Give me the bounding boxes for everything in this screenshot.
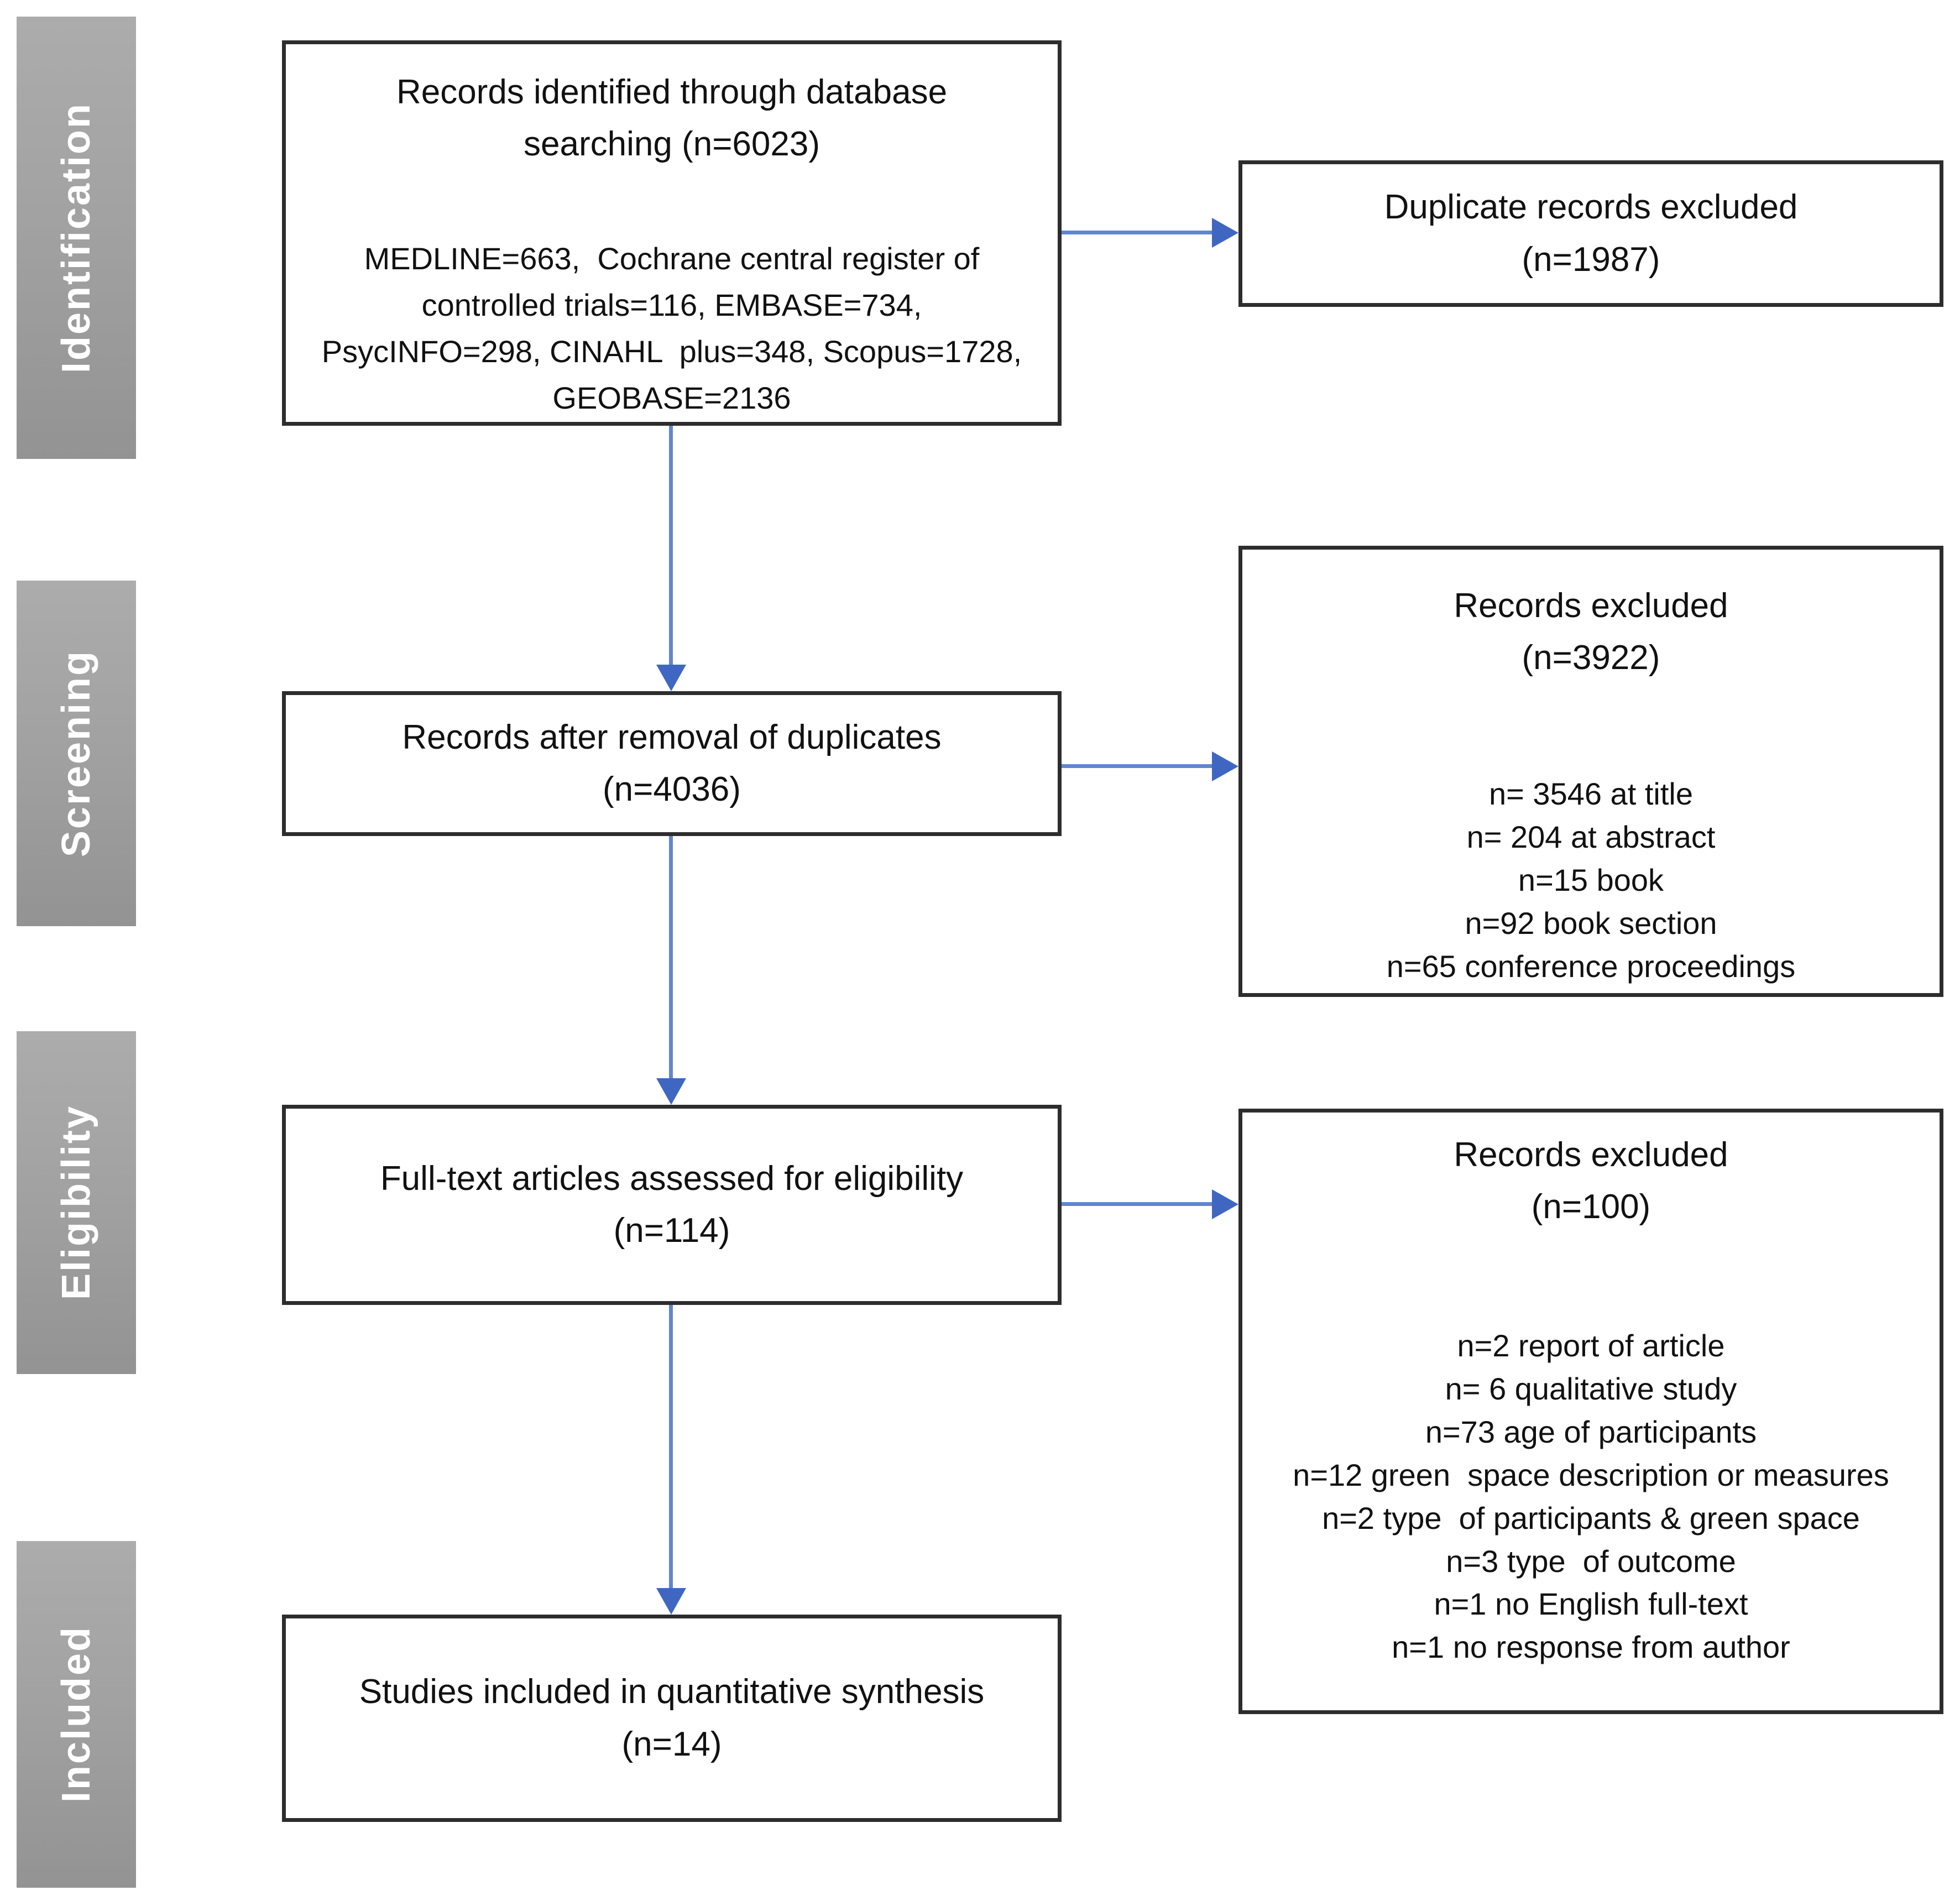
box-screening-records-excluded-title: Records excluded	[1454, 587, 1728, 625]
excluded-reason: n=65 conference proceedings	[1386, 948, 1796, 984]
arrow-identified-to-screening-head	[656, 665, 686, 691]
box-studies-included-title: Studies included in quantitative synthes…	[359, 1673, 985, 1711]
arrow-eligibility-to-included-line	[669, 1305, 673, 1589]
arrow-to-screening-excluded-line	[1062, 764, 1213, 768]
box-duplicates-excluded: Duplicate records excluded (n=1987)	[1238, 160, 1943, 307]
stage-bar-identification: Identification	[17, 17, 136, 459]
box-duplicates-excluded-title: Duplicate records excluded	[1384, 188, 1798, 227]
box-records-identified: Records identified through database sear…	[282, 40, 1062, 426]
box-fulltext-records-excluded-count: (n=100)	[1531, 1188, 1651, 1226]
arrow-to-duplicates-excluded-head	[1212, 218, 1238, 248]
box-studies-included: Studies included in quantitative synthes…	[282, 1615, 1062, 1822]
box-records-after-duplicates-title: Records after removal of duplicates	[402, 718, 942, 756]
excluded-reason: n=73 age of participants	[1425, 1414, 1757, 1450]
excluded-reason: n=1 no response from author	[1392, 1630, 1790, 1665]
stage-label-screening: Screening	[54, 649, 98, 858]
arrow-eligibility-to-included-head	[656, 1588, 686, 1615]
arrow-identified-to-screening-line	[669, 426, 673, 667]
stage-bar-screening: Screening	[17, 581, 136, 926]
stage-bar-eligibility: Eligibility	[17, 1031, 136, 1374]
excluded-reason: n=92 book section	[1465, 905, 1717, 941]
box-records-after-duplicates-count: (n=4036)	[603, 770, 741, 808]
box-fulltext-assessed: Full-text articles assessed for eligibil…	[282, 1105, 1062, 1305]
arrow-to-fulltext-excluded-line	[1062, 1202, 1213, 1206]
excluded-reason: n= 6 qualitative study	[1445, 1371, 1737, 1407]
excluded-reason: n= 204 at abstract	[1466, 819, 1716, 855]
box-fulltext-records-excluded-title: Records excluded	[1454, 1136, 1728, 1174]
box-fulltext-records-excluded: Records excluded (n=100) n=2 report of a…	[1238, 1109, 1943, 1714]
arrow-screening-to-eligibility-head	[656, 1078, 686, 1105]
box-studies-included-count: (n=14)	[621, 1725, 722, 1763]
arrow-screening-to-eligibility-line	[669, 836, 673, 1079]
excluded-reason: n= 3546 at title	[1489, 776, 1693, 812]
stage-label-eligibility: Eligibility	[54, 1105, 98, 1301]
box-records-identified-title: Records identified through database sear…	[396, 73, 957, 164]
box-fulltext-assessed-title: Full-text articles assessed for eligibil…	[380, 1159, 964, 1198]
excluded-reason: n=1 no English full-text	[1434, 1586, 1748, 1622]
box-duplicates-excluded-count: (n=1987)	[1522, 240, 1660, 279]
box-screening-records-excluded: Records excluded (n=3922) n= 3546 at tit…	[1238, 546, 1943, 997]
stage-label-identification: Identification	[54, 102, 98, 373]
excluded-reason: n=2 report of article	[1457, 1328, 1725, 1364]
box-records-after-duplicates: Records after removal of duplicates (n=4…	[282, 691, 1062, 836]
screening-excluded-reasons: n= 3546 at title n= 204 at abstract n=15…	[1242, 772, 1940, 988]
arrow-to-duplicates-excluded-line	[1062, 231, 1213, 234]
stage-label-included: Included	[54, 1626, 98, 1803]
stage-bar-included: Included	[17, 1541, 136, 1888]
arrow-to-screening-excluded-head	[1212, 751, 1238, 781]
arrow-to-fulltext-excluded-head	[1212, 1189, 1238, 1219]
excluded-reason: n=3 type of outcome	[1446, 1543, 1736, 1579]
fulltext-excluded-reasons: n=2 report of article n= 6 qualitative s…	[1242, 1324, 1940, 1669]
excluded-reason: n=15 book	[1518, 863, 1664, 898]
excluded-reason: n=12 green space description or measures	[1293, 1457, 1889, 1492]
excluded-reason: n=2 type of participants & green space	[1322, 1500, 1860, 1536]
box-fulltext-assessed-count: (n=114)	[613, 1211, 730, 1250]
box-records-identified-sources: MEDLINE=663, Cochrane central register o…	[321, 241, 1031, 416]
box-screening-records-excluded-count: (n=3922)	[1522, 639, 1660, 677]
